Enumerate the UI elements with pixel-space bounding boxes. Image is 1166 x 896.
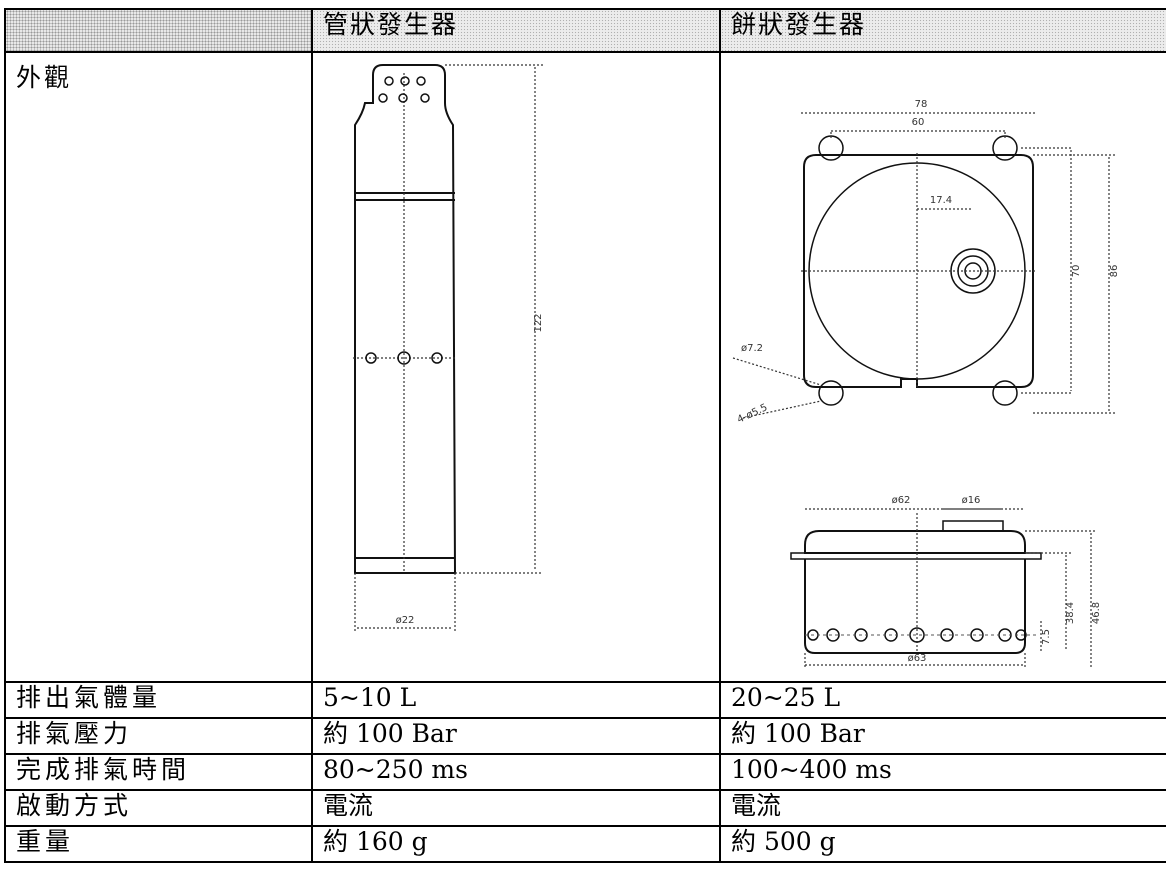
row-label: 排氣壓力: [4, 717, 313, 755]
tube-length-dim: 122: [533, 313, 544, 332]
tube-value: 電流: [311, 789, 721, 827]
cake-top-dia-dim: ø62: [892, 495, 911, 506]
header-corner-cell: [4, 8, 313, 53]
row-label: 完成排氣時間: [4, 753, 313, 791]
row-label: 排出氣體量: [4, 681, 313, 719]
header-cake-generator: 餅狀發生器: [719, 8, 1166, 53]
cake-inner-width-dim: 60: [912, 117, 925, 128]
cake-value: 電流: [719, 789, 1166, 827]
cake-outer-height-dim: 86: [1109, 265, 1120, 278]
table-row: 排氣壓力 約 100 Bar 約 100 Bar: [4, 717, 1166, 755]
cake-boss-dia-dim: ø16: [962, 495, 981, 506]
cake-outer-width-dim: 78: [915, 99, 928, 110]
cake-bolt-dim: 4-ø5.5: [736, 402, 770, 425]
cake-offset-dim: 17.4: [930, 195, 952, 206]
tube-generator-drawing: 122 ø22: [353, 64, 544, 631]
cake-value: 100~400 ms: [719, 753, 1166, 791]
tube-drawing-cell: 122 ø22: [311, 51, 721, 683]
header-row: 管狀發生器 餅狀發生器: [4, 8, 1166, 53]
appearance-label: 外觀: [4, 51, 313, 683]
cake-value: 20~25 L: [719, 681, 1166, 719]
tube-value: 5~10 L: [311, 681, 721, 719]
tube-diameter-dim: ø22: [396, 615, 415, 626]
table-row: 重量 約 160 g 約 500 g: [4, 825, 1166, 863]
cake-value: 約 500 g: [719, 825, 1166, 863]
tube-value: 80~250 ms: [311, 753, 721, 791]
spec-table: 管狀發生器 餅狀發生器 外觀 122: [4, 8, 1166, 863]
tube-value: 約 100 Bar: [311, 717, 721, 755]
cake-drawing-cell: 78 60 17.4 70 86 ø7.2 4-ø5.5: [719, 51, 1166, 683]
cake-base-dia-dim: ø63: [908, 653, 927, 664]
cake-h2-dim: 38.4: [1065, 602, 1076, 624]
cake-h1-dim: 7.5: [1041, 629, 1052, 645]
cake-generator-drawing: 78 60 17.4 70 86 ø7.2 4-ø5.5: [732, 99, 1120, 667]
row-label: 重量: [4, 825, 313, 863]
table-row: 啟動方式 電流 電流: [4, 789, 1166, 827]
cake-value: 約 100 Bar: [719, 717, 1166, 755]
cake-inner-height-dim: 70: [1071, 265, 1082, 278]
table-row: 完成排氣時間 80~250 ms 100~400 ms: [4, 753, 1166, 791]
cake-hole-dia-dim: ø7.2: [741, 343, 763, 354]
header-tube-generator: 管狀發生器: [311, 8, 721, 53]
tube-value: 約 160 g: [311, 825, 721, 863]
row-label: 啟動方式: [4, 789, 313, 827]
cake-h3-dim: 46.8: [1091, 602, 1102, 624]
appearance-row: 外觀 122 ø22: [4, 51, 1166, 683]
table-row: 排出氣體量 5~10 L 20~25 L: [4, 681, 1166, 719]
